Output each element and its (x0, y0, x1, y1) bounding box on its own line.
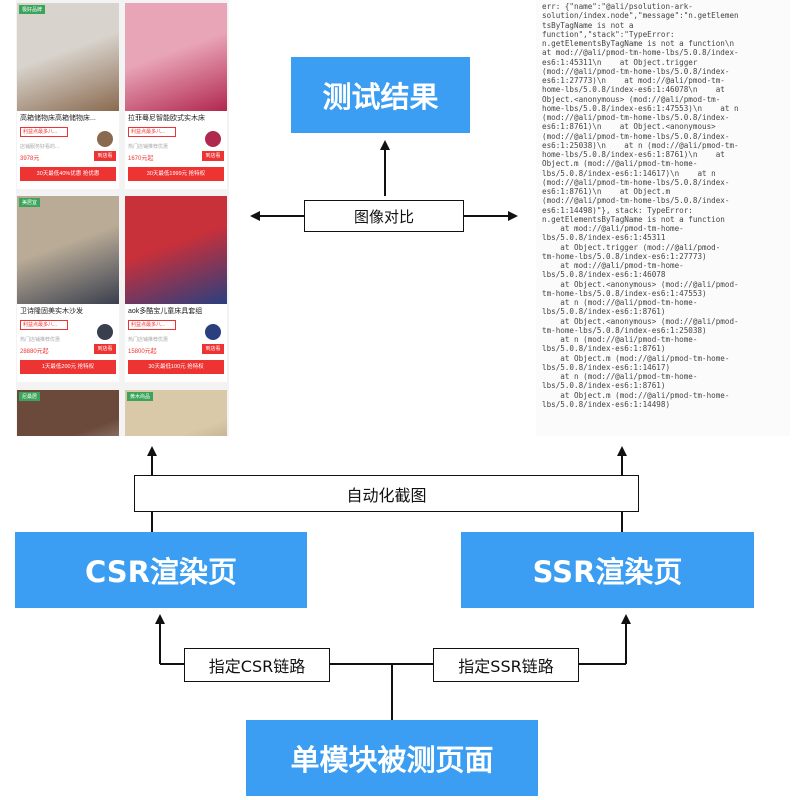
product-price: 28880元起 (20, 349, 49, 355)
product-badge: 尼桑居 (19, 392, 41, 401)
product-badge: 极好品牌 (19, 5, 46, 14)
product-title: 高箱储物床高箱储物床... (20, 115, 96, 122)
visit-store-button[interactable]: 到店看 (94, 344, 116, 354)
csr-screenshot: 极好品牌高箱储物床高箱储物床... 利益点最多八... 店铺服务好看的... 3978… (16, 0, 229, 436)
product-title: 卫诗隆固美实木沙发 (20, 308, 83, 315)
page-under-test-box: 单模块被测页面 (246, 720, 538, 796)
product-price: 3978元 (20, 156, 40, 162)
product-badge: 黄木尚品 (127, 392, 154, 401)
product-card[interactable]: aok多酷宝儿童床具套组利益点最多八... 热门店铺推荐优惠 15800元起 到店看 3… (125, 196, 227, 382)
product-tag: 利益点最多八... (128, 127, 176, 137)
product-card[interactable]: 美居宜卫诗隆固美实木沙发利益点最多八... 热门店铺推荐优惠 28880元起 到店看 1… (17, 196, 119, 382)
csr-link-label: 指定CSR链路 (184, 648, 330, 682)
product-thumbnail (97, 324, 113, 340)
product-image (125, 196, 227, 304)
visit-store-button[interactable]: 到店看 (94, 151, 116, 161)
product-thumbnail (205, 131, 221, 147)
error-text: err: {"name":"@ali/psolution-ark- soluti… (542, 2, 739, 409)
product-price: 15800元起 (128, 349, 157, 355)
product-meta: 店铺服务好看的... (20, 144, 60, 150)
product-meta: 热门店铺推荐优惠 (20, 337, 61, 343)
visit-store-button[interactable]: 到店看 (202, 344, 224, 354)
product-badge: 美居宜 (19, 198, 41, 207)
product-tag: 利益点最多八... (20, 127, 68, 137)
coupon-button[interactable]: 30天最低100元 抢特权 (128, 360, 224, 374)
visit-store-button[interactable]: 到店看 (202, 151, 224, 161)
compare-label: 图像对比 (304, 200, 464, 232)
product-image (17, 3, 119, 111)
ssr-render-box: SSR渲染页 (461, 532, 754, 608)
product-meta: 热门店铺推荐优惠 (128, 144, 169, 150)
coupon-button[interactable]: 30天最低1999元 抢特权 (128, 167, 224, 181)
coupon-button[interactable]: 30天最低40%优惠 抢优惠 (20, 167, 116, 181)
product-image (125, 3, 227, 111)
product-card[interactable]: 极好品牌高箱储物床高箱储物床... 利益点最多八... 店铺服务好看的... 3978… (17, 3, 119, 189)
ssr-error-screenshot: err: {"name":"@ali/psolution-ark- soluti… (536, 0, 790, 436)
coupon-button[interactable]: 1天最低200元 抢特权 (20, 360, 116, 374)
csr-render-box: CSR渲染页 (15, 532, 307, 608)
product-card[interactable]: 黄木尚品 (125, 390, 227, 436)
result-box: 测试结果 (291, 57, 470, 133)
product-image (17, 196, 119, 304)
product-meta: 热门店铺推荐优惠 (128, 337, 169, 343)
product-tag: 利益点最多八... (128, 320, 176, 330)
product-title: aok多酷宝儿童床具套组 (128, 308, 203, 315)
ssr-link-label: 指定SSR链路 (433, 648, 579, 682)
product-price: 1670元起 (128, 156, 154, 162)
product-thumbnail (97, 131, 113, 147)
product-thumbnail (205, 324, 221, 340)
product-card[interactable]: 拉菲蓦尼智能欧式实木床利益点最多八... 热门店铺推荐优惠 1670元起 到店看 30天… (125, 3, 227, 189)
product-tag: 利益点最多八... (20, 320, 68, 330)
screenshot-label: 自动化截图 (134, 475, 639, 512)
product-title: 拉菲蓦尼智能欧式实木床 (128, 115, 205, 122)
product-card[interactable]: 尼桑居 (17, 390, 119, 436)
